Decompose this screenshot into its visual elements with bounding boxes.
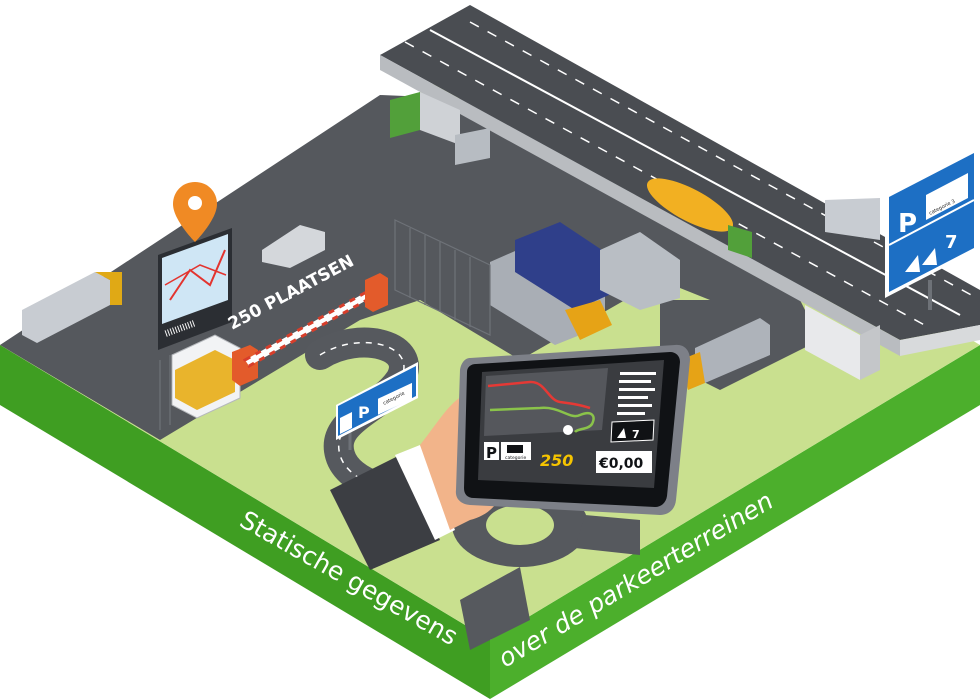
location-pin-icon <box>173 182 217 242</box>
tanker-truck <box>646 178 752 258</box>
barrier-post <box>365 273 388 312</box>
route-green <box>489 406 595 433</box>
small-sign-p: P <box>358 403 370 422</box>
lane-line-2 <box>469 21 976 298</box>
truck-cab <box>262 225 325 268</box>
barrier-arm <box>242 288 377 368</box>
highway-edge <box>380 55 900 356</box>
route-red <box>487 380 591 410</box>
highway-deck <box>380 5 980 340</box>
overpass-pillar <box>805 305 860 380</box>
info-lines <box>617 372 656 415</box>
road-sign-exit: 7 <box>945 232 958 253</box>
container-trucks <box>490 222 680 345</box>
grass-side-left <box>0 345 490 699</box>
trucks <box>22 92 880 390</box>
highway-edge-right <box>900 325 980 356</box>
tablet-spaces: 250 <box>540 451 573 470</box>
truck-highway-right <box>825 198 880 240</box>
tablet-map-area <box>484 368 608 436</box>
overpass-pillar-side <box>860 325 880 380</box>
road-sign: P categorie 3 7 <box>885 148 978 310</box>
tablet: 7 P categorie 250 €0,00 <box>455 344 690 515</box>
tablet-exit-number: 7 <box>632 428 640 441</box>
fence <box>159 219 491 430</box>
truck-green-top <box>390 92 460 145</box>
truck-grey-top <box>455 128 490 165</box>
shirt-cuff <box>395 445 455 540</box>
tablet-p: P <box>486 444 497 462</box>
tablet-p-box <box>484 442 499 460</box>
grass-side-right <box>490 345 980 699</box>
exit-arrow-icon <box>617 428 626 438</box>
gate-booth <box>171 273 388 419</box>
small-parking-sign: P categorie <box>336 362 418 450</box>
lane-line-1 <box>429 29 961 316</box>
tablet-price-box <box>596 451 652 473</box>
highway <box>380 5 980 380</box>
road-sign-p: P <box>898 209 917 239</box>
truck-left <box>22 272 122 343</box>
map-billboard: IIIIIIIIIIII <box>158 228 232 350</box>
tablet-price: €0,00 <box>598 456 644 472</box>
lock-pin-icon <box>563 425 573 435</box>
tablet-category: categorie <box>505 455 526 461</box>
